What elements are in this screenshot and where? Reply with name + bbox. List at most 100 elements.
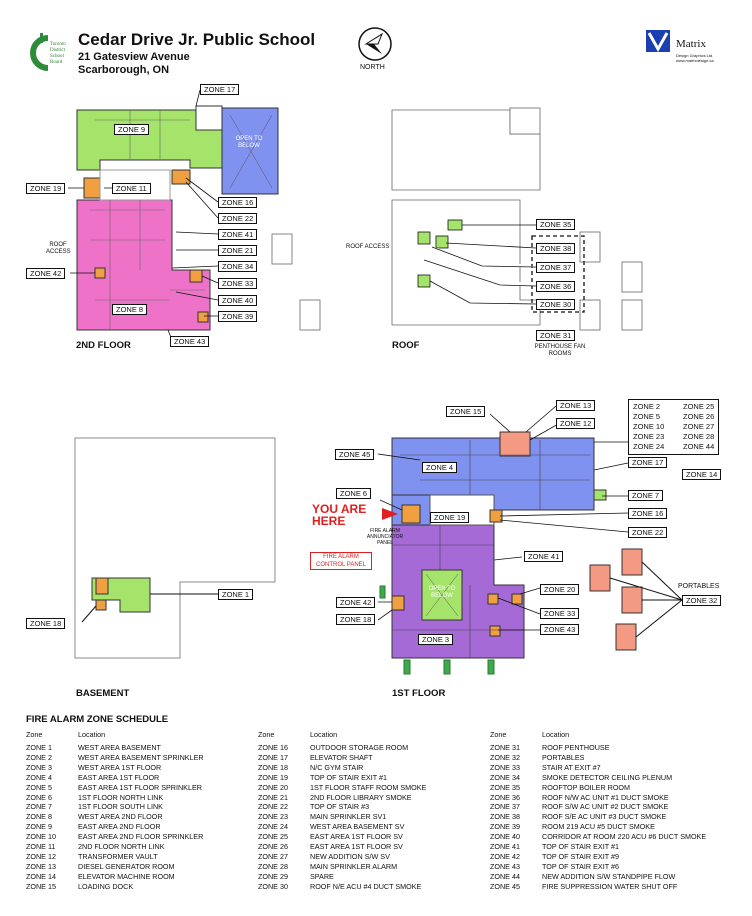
zone-label: ZONE 34 bbox=[218, 261, 258, 272]
zone-label: ZONE 22 bbox=[218, 213, 258, 224]
zone-label: ZONE 11 bbox=[112, 183, 151, 194]
schedule-row: ZONE 4 EAST AREA 1ST FLOOR bbox=[26, 773, 204, 783]
schedule-location: SMOKE DETECTOR CEILING PLENUM bbox=[542, 772, 673, 782]
schedule-zone: ZONE 12 bbox=[26, 851, 56, 861]
zone-label: ZONE 7 bbox=[628, 490, 664, 501]
zone-label: ZONE 8 bbox=[112, 304, 148, 315]
schedule-zone: ZONE 6 bbox=[26, 792, 52, 802]
schedule-zone: ZONE 27 bbox=[258, 851, 288, 861]
zone-label: ZONE 41 bbox=[524, 551, 564, 562]
schedule-location: EAST AREA 1ST FLOOR SV bbox=[310, 842, 403, 852]
zone-label: ZONE 17 bbox=[628, 457, 668, 468]
schedule-row: ZONE 12 TRANSFORMER VAULT bbox=[26, 852, 204, 862]
schedule-zone: ZONE 5 bbox=[26, 782, 52, 792]
zone-label: ZONE 40 bbox=[218, 295, 258, 306]
zone-label: ZONE 15 bbox=[446, 406, 486, 417]
zone-label: ZONE 9 bbox=[114, 124, 150, 135]
schedule-row: ZONE 7 1ST FLOOR SOUTH LINK bbox=[26, 802, 204, 812]
zone-label: ZONE 20 bbox=[540, 584, 580, 595]
schedule-location: NEW ADDITION S/W SV bbox=[310, 851, 390, 861]
schedule-zone: ZONE 17 bbox=[258, 752, 288, 762]
zone-label: ZONE 4 bbox=[422, 462, 458, 473]
schedule-zone: ZONE 25 bbox=[258, 832, 288, 842]
zone-label: ZONE 37 bbox=[536, 262, 576, 273]
penthouse-label: PENTHOUSE FAN ROOMS bbox=[534, 344, 586, 357]
zone-label: ZONE 14 bbox=[682, 469, 722, 480]
schedule-row: ZONE 3 WEST AREA 1ST FLOOR bbox=[26, 763, 204, 773]
annunciator-label: FIRE ALARM ANNUNCIATOR PANEL bbox=[366, 528, 404, 546]
schedule-location: WEST AREA 2ND FLOOR bbox=[78, 812, 163, 822]
tdsb-logo bbox=[30, 33, 49, 71]
schedule-zone: ZONE 20 bbox=[258, 782, 288, 792]
schedule-location: OUTDOOR STORAGE ROOM bbox=[310, 743, 409, 752]
schedule-zone: ZONE 4 bbox=[26, 772, 52, 782]
address-line2: Scarborough, ON bbox=[78, 64, 170, 76]
zone-label: ZONE 6 bbox=[336, 488, 372, 499]
schedule-zone: ZONE 3 bbox=[26, 762, 52, 772]
floor-label-2nd: 2ND FLOOR bbox=[76, 340, 131, 351]
schedule-zone: ZONE 41 bbox=[490, 842, 520, 852]
schedule-zone: ZONE 7 bbox=[26, 802, 52, 812]
schedule-zone: ZONE 1 bbox=[26, 743, 52, 752]
zone-label: ZONE 39 bbox=[218, 311, 258, 322]
schedule-zone: ZONE 19 bbox=[258, 772, 288, 782]
schedule-location: ELEVATOR SHAFT bbox=[310, 752, 373, 762]
schedule-zone: ZONE 2 bbox=[26, 752, 52, 762]
schedule-zone: ZONE 38 bbox=[490, 812, 520, 822]
matrix-name: Matrix bbox=[676, 38, 706, 50]
schedule-row: ZONE 6 1ST FLOOR NORTH LINK bbox=[26, 793, 204, 803]
schedule-location: WEST AREA BASEMENT SPRINKLER bbox=[78, 752, 204, 762]
roof-plan bbox=[271, 107, 643, 331]
schedule-location: SPARE bbox=[310, 871, 334, 881]
floor-label-1st: 1ST FLOOR bbox=[392, 688, 446, 699]
schedule-zone: ZONE 11 bbox=[26, 842, 56, 852]
schedule-row: ZONE 17 ELEVATOR SHAFT bbox=[258, 753, 426, 763]
zone-label: ZONE 35 bbox=[536, 219, 576, 230]
schedule-location: 1ST FLOOR SOUTH LINK bbox=[78, 802, 163, 812]
schedule-location: EAST AREA 1ST FLOOR bbox=[78, 772, 160, 782]
schedule-location: 1ST FLOOR STAFF ROOM SMOKE bbox=[310, 782, 427, 792]
schedule-row: ZONE 27 NEW ADDITION S/W SV bbox=[258, 852, 426, 862]
schedule-zone: ZONE 39 bbox=[490, 822, 520, 832]
schedule-row: ZONE 29 SPARE bbox=[258, 872, 426, 882]
schedule-location: WEST AREA 1ST FLOOR bbox=[78, 762, 162, 772]
schedule-row: ZONE 2 WEST AREA BASEMENT SPRINKLER bbox=[26, 753, 204, 763]
schedule-zone: ZONE 30 bbox=[258, 881, 288, 891]
schedule-location: N/C GYM STAIR bbox=[310, 762, 364, 772]
schedule-zone: ZONE 31 bbox=[490, 743, 520, 752]
zone-label: ZONE 30 bbox=[536, 299, 576, 310]
zone-label: ZONE 19 bbox=[26, 183, 66, 194]
second-floor-plan bbox=[76, 105, 279, 331]
zone-label: ZONE 21 bbox=[218, 245, 258, 256]
schedule-location: 2ND FLOOR NORTH LINK bbox=[78, 842, 165, 852]
zone-label: ZONE 13 bbox=[556, 400, 596, 411]
schedule-zone: ZONE 32 bbox=[490, 752, 520, 762]
matrix-sub: Design Graphics Ltd. www.matrixdesign.ca bbox=[676, 53, 714, 63]
schedule-zone: ZONE 29 bbox=[258, 871, 288, 881]
schedule-location: TRANSFORMER VAULT bbox=[78, 851, 158, 861]
roof-access-2nd: ROOF ACCESS bbox=[46, 242, 71, 255]
schedule-zone: ZONE 36 bbox=[490, 792, 520, 802]
schedule-zone: ZONE 9 bbox=[26, 822, 52, 832]
schedule-location: 1ST FLOOR NORTH LINK bbox=[78, 792, 164, 802]
